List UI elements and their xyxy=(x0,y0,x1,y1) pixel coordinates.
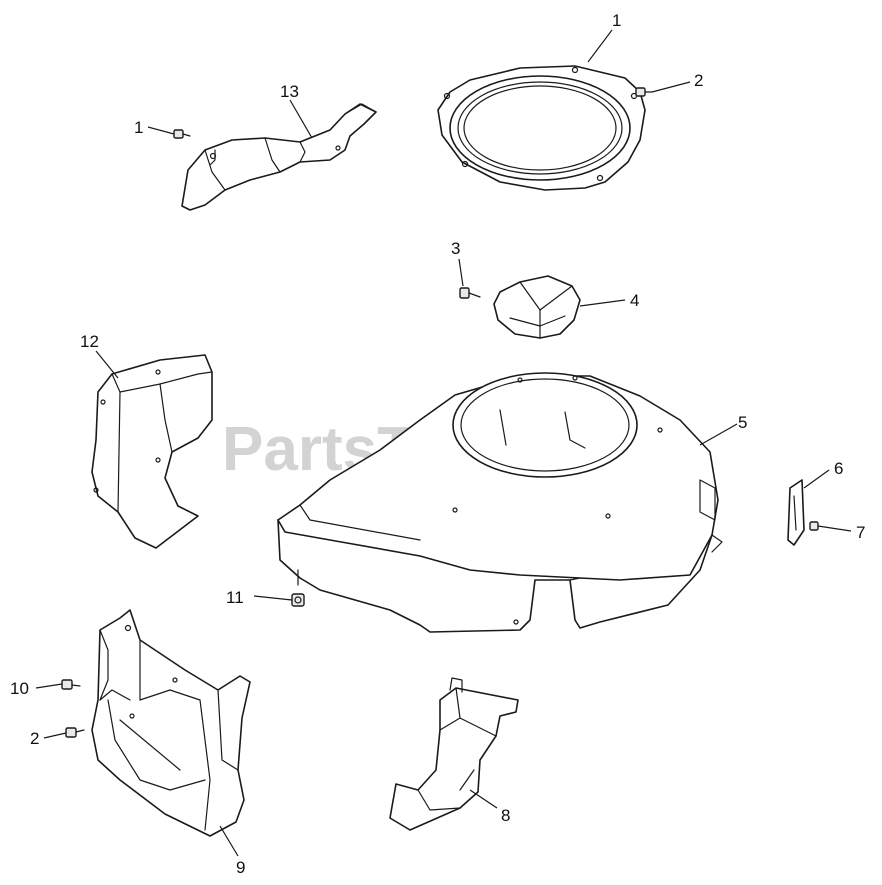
leader-3 xyxy=(458,258,464,287)
part-screw-top[interactable] xyxy=(635,87,653,97)
callout-10: 10 xyxy=(10,679,29,698)
part-blower-housing-5[interactable] xyxy=(277,372,723,633)
leader-4 xyxy=(579,299,626,307)
callout-5: 5 xyxy=(738,413,747,432)
part-nut-11[interactable] xyxy=(291,593,305,607)
callout-6: 6 xyxy=(834,459,843,478)
part-screw-left-2[interactable] xyxy=(65,727,85,738)
callout-11: 11 xyxy=(226,588,244,607)
callout-12: 12 xyxy=(80,332,99,351)
part-screw-7[interactable] xyxy=(809,521,819,531)
callout-13: 13 xyxy=(280,82,299,101)
leader-5 xyxy=(699,423,738,446)
part-shroud-12[interactable] xyxy=(91,354,213,549)
part-screw-10[interactable] xyxy=(61,679,81,690)
part-baffle-8[interactable] xyxy=(389,677,519,831)
leader-12 xyxy=(95,350,119,379)
callout-2-top: 2 xyxy=(694,71,703,90)
part-screw-left-1[interactable] xyxy=(173,129,191,139)
callout-2-left: 2 xyxy=(30,729,39,748)
callout-3: 3 xyxy=(451,239,460,258)
part-screw-3[interactable] xyxy=(459,287,481,299)
leader-11 xyxy=(253,595,293,601)
part-ring-screen[interactable] xyxy=(437,65,646,191)
leader-1-left xyxy=(147,126,175,135)
leader-10 xyxy=(35,683,63,689)
part-baffle-13[interactable] xyxy=(181,103,377,211)
leader-1-top xyxy=(587,29,613,63)
leader-2-left xyxy=(43,732,67,739)
callout-8: 8 xyxy=(501,806,510,825)
leader-8 xyxy=(469,789,498,809)
part-guard-4[interactable] xyxy=(493,275,581,339)
leader-6 xyxy=(803,469,830,489)
leader-9 xyxy=(219,825,239,857)
leader-13 xyxy=(289,99,313,139)
callout-4: 4 xyxy=(630,291,639,310)
callout-9: 9 xyxy=(236,858,245,877)
callout-1-top: 1 xyxy=(612,11,621,30)
callout-1-left: 1 xyxy=(134,118,143,137)
leader-7 xyxy=(817,525,852,532)
leader-2-top xyxy=(651,81,691,93)
part-shroud-9[interactable] xyxy=(91,609,251,837)
part-plate-6[interactable] xyxy=(787,479,805,546)
callout-7: 7 xyxy=(856,523,865,542)
